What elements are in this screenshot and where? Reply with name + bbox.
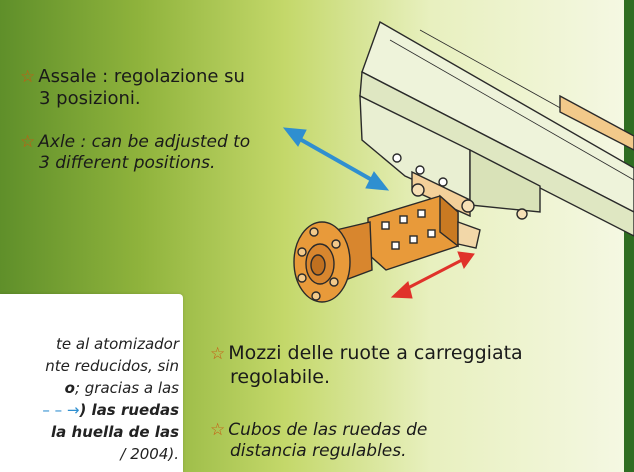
assale-caption: ☆Assale : regolazione su 3 posizioni.: [20, 66, 245, 109]
cubos-caption: ☆Cubos de las ruedas de distancia regula…: [210, 420, 428, 461]
star-icon: ☆: [20, 67, 36, 87]
spanish-text-panel: te al atomizador nte reducidos, sin o; g…: [0, 294, 183, 472]
wheel-hub: [293, 221, 373, 303]
right-edge-stripe: [624, 0, 634, 472]
mounting-bracket: [359, 94, 541, 220]
axle-tube: [367, 194, 481, 271]
star-icon: ☆: [210, 420, 226, 440]
chassis-beam: [359, 20, 634, 237]
star-icon: ☆: [20, 132, 36, 152]
red-adjust-arrow: [390, 251, 475, 299]
axle-caption: ☆Axle : can be adjusted to 3 different p…: [20, 132, 251, 173]
star-icon: ☆: [210, 344, 226, 364]
blue-dashed-arrow-icon: – – →: [42, 401, 80, 419]
blue-adjust-arrow: [282, 127, 390, 191]
mozzi-caption: ☆Mozzi delle ruote a carreggiata regolab…: [210, 342, 523, 388]
